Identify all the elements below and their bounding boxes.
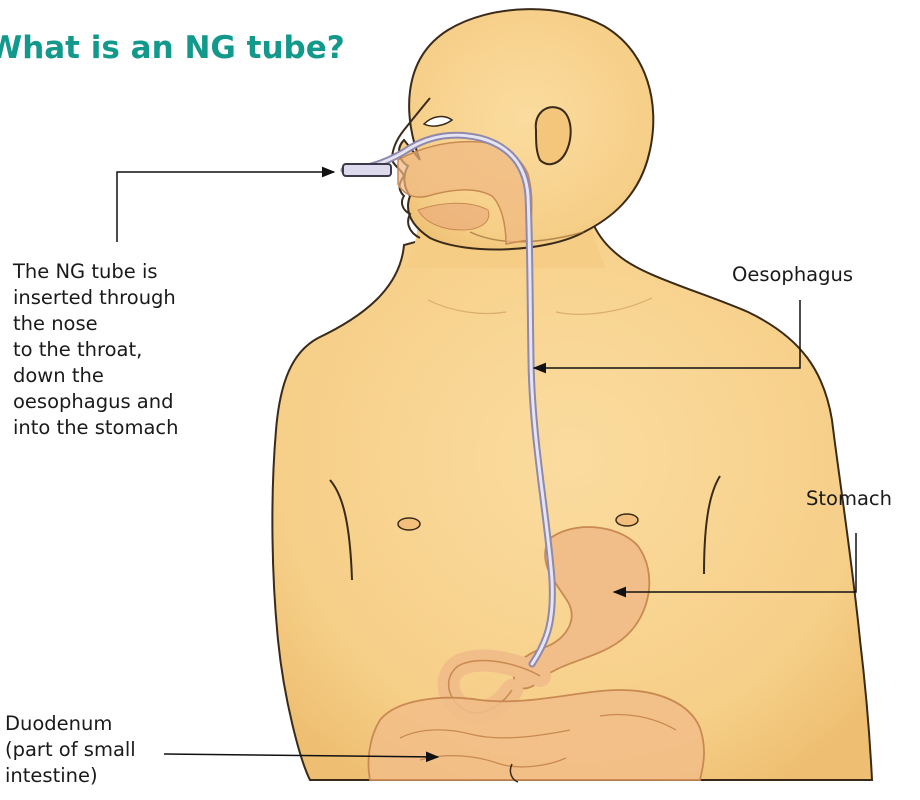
- ng-tube-end: [343, 164, 391, 176]
- duodenum-label-line: intestine): [5, 763, 136, 789]
- ng-tube-label-line: the nose: [13, 311, 179, 337]
- ng-tube-label-line: down the: [13, 363, 179, 389]
- ng-tube-label-line: oesophagus and: [13, 389, 179, 415]
- right-nipple: [616, 514, 638, 526]
- duodenum-label-line: (part of small: [5, 737, 136, 763]
- ng-tube-label-line: The NG tube is: [13, 259, 179, 285]
- diagram-title: What is an NG tube?: [0, 30, 345, 66]
- oesophagus-label: Oesophagus: [732, 262, 853, 288]
- ng-tube-label-line: into the stomach: [13, 415, 179, 441]
- ng-tube-label-line: inserted through: [13, 285, 179, 311]
- ng-tube-label-line: to the throat,: [13, 337, 179, 363]
- stomach-label: Stomach: [806, 486, 892, 512]
- left-nipple: [398, 518, 420, 530]
- duodenum-label: Duodenum (part of small intestine): [5, 711, 136, 789]
- human-figure: [272, 9, 872, 782]
- ng-tube-label: The NG tube is inserted through the nose…: [13, 259, 179, 441]
- duodenum-label-line: Duodenum: [5, 711, 136, 737]
- ng-tube-leader: [117, 172, 334, 242]
